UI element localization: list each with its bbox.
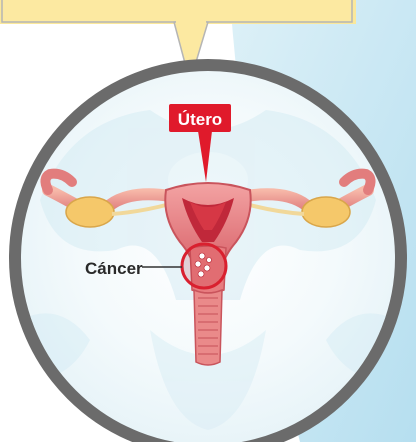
uterus-label-text: Útero (178, 110, 222, 129)
ovary-right (302, 197, 350, 227)
cancer-highlight (182, 244, 226, 288)
cancer-label-text: Cáncer (85, 259, 143, 278)
ovary-left (66, 197, 114, 227)
